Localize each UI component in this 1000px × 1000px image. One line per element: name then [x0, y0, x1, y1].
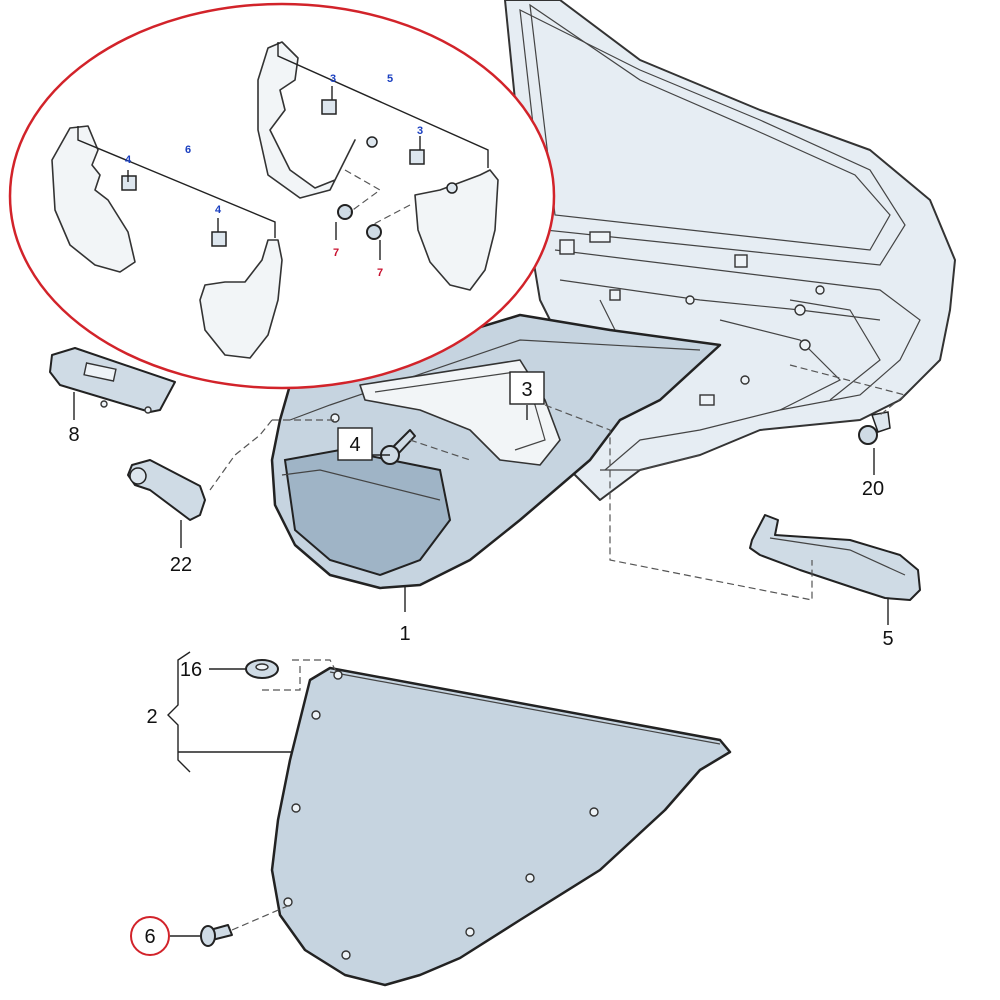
- label-part-16: 16: [180, 659, 202, 681]
- inset-label-4b: 4: [215, 204, 222, 216]
- inset-bracket-6-right: [199, 231, 283, 359]
- inset-label-3b: 3: [417, 125, 423, 137]
- label-part-1: 1: [399, 623, 410, 645]
- inset-bracket-5-right: [409, 149, 499, 291]
- door-insulation-panel: [270, 666, 732, 987]
- washer-part-16: [245, 659, 279, 679]
- inset-label-3a: 3: [330, 73, 336, 85]
- inset-label-5: 5: [387, 73, 393, 85]
- inset-leaders: [77, 42, 489, 260]
- label-part-22: 22: [170, 554, 192, 576]
- inset-label-7a: 7: [333, 247, 339, 259]
- detail-inset: 6 4 4 5 3 3 7 7: [8, 2, 556, 390]
- switch-bezel-part: [49, 347, 176, 420]
- label-part-5: 5: [882, 628, 893, 650]
- inset-bracket-5-left: [257, 41, 356, 199]
- label-part-8: 8: [68, 424, 79, 446]
- callout-labels: 1 2 3 4 5 6 8 16 20 22: [68, 371, 894, 956]
- window-crank-part: [127, 459, 206, 548]
- door-trim-panel: [270, 313, 722, 612]
- screw-part-6: [200, 924, 233, 947]
- armrest-trim-part: [749, 514, 921, 625]
- inset-label-6: 6: [185, 144, 191, 156]
- label-part-4: 4: [349, 434, 360, 456]
- label-part-3: 3: [521, 379, 532, 401]
- assembly-lines: [209, 364, 907, 931]
- inset-label-7b: 7: [377, 267, 383, 279]
- inset-label-4a: 4: [125, 154, 132, 166]
- label-part-2: 2: [146, 706, 157, 728]
- part-2-bracket: [167, 651, 292, 773]
- fastener-clip-part: [858, 411, 891, 475]
- label-part-20: 20: [862, 478, 884, 500]
- inset-bracket-6-left: [51, 125, 137, 273]
- leader-lines: [170, 405, 528, 937]
- inset-screws-7: [337, 136, 458, 240]
- label-part-6: 6: [144, 926, 155, 948]
